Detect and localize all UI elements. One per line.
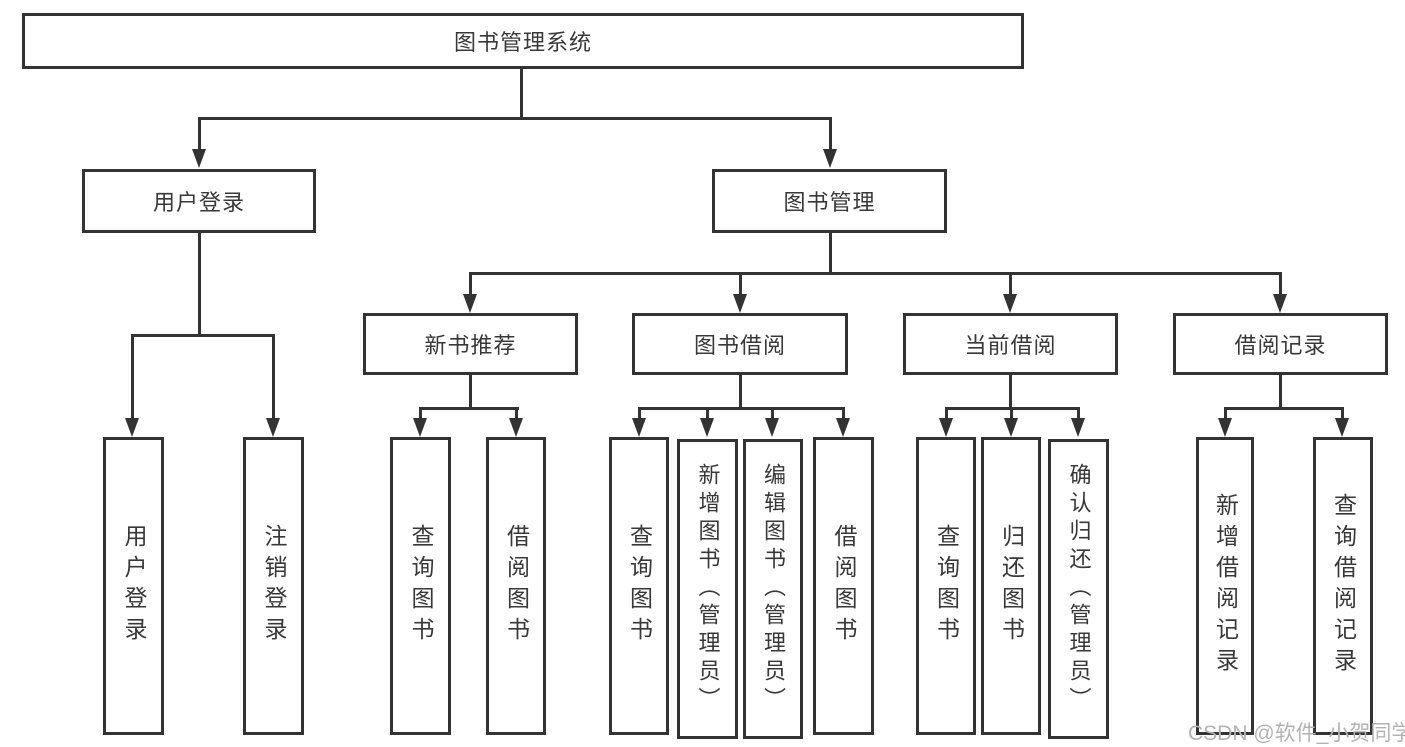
arrowhead-icon (1335, 418, 1349, 437)
arrowhead-icon (632, 418, 646, 437)
node-book-borrow-label: 图书借阅 (693, 333, 786, 358)
leaf-bb-edit-books-admin-label: 编辑图书（管理员） (761, 463, 786, 715)
arrowhead-icon (266, 418, 280, 437)
arrowhead-icon (1004, 418, 1018, 437)
node-new-book-recommend-label: 新书推荐 (424, 333, 517, 358)
arrowhead-icon (463, 294, 477, 313)
leaf-bb-add-books-admin: 新增图书（管理员） (677, 439, 738, 739)
connector-line (515, 407, 518, 420)
connector-line (1341, 407, 1344, 420)
connector-line (1279, 272, 1282, 296)
csdn-watermark: CSDN @软件_小贺同学 (1188, 722, 1405, 745)
arrowhead-icon (413, 418, 427, 437)
connector-line (520, 69, 523, 120)
connector-line (829, 117, 832, 151)
connector-line (638, 407, 845, 410)
connector-line (945, 407, 948, 420)
arrowhead-icon (765, 418, 779, 437)
connector-line (1077, 407, 1080, 420)
connector-line (198, 233, 201, 337)
leaf-br-add-record-label: 新增借阅记录 (1212, 493, 1239, 679)
connector-line (771, 407, 774, 420)
arrowhead-icon (836, 418, 850, 437)
arrowhead-icon (1071, 418, 1085, 437)
leaf-cb-query-books: 查询图书 (916, 437, 976, 735)
leaf-bb-add-books-admin-label: 新增图书（管理员） (695, 463, 721, 715)
connector-line (131, 334, 275, 337)
node-book-management-label: 图书管理 (783, 190, 876, 215)
connector-line (842, 407, 845, 420)
connector-line (419, 407, 519, 410)
node-root-label: 图书管理系统 (453, 30, 592, 55)
leaf-cb-return-books-label: 归还图书 (998, 524, 1025, 648)
leaf-br-query-record-label: 查询借阅记录 (1330, 493, 1357, 679)
arrowhead-icon (1218, 418, 1232, 437)
node-new-book-recommend: 新书推荐 (363, 313, 578, 375)
leaf-cb-confirm-return-admin-label: 确认归还（管理员） (1066, 463, 1092, 715)
connector-line (469, 375, 472, 410)
leaf-logout: 注销登录 (243, 437, 304, 735)
connector-line (829, 233, 832, 275)
leaf-nb-query-books: 查询图书 (390, 437, 451, 735)
connector-line (1009, 375, 1012, 410)
leaf-cb-return-books: 归还图书 (981, 437, 1041, 735)
connector-line (1279, 375, 1282, 410)
leaf-nb-query-books-label: 查询图书 (408, 524, 434, 648)
arrowhead-icon (192, 149, 206, 168)
leaf-bb-edit-books-admin: 编辑图书（管理员） (743, 439, 803, 739)
node-user-login-label: 用户登录 (152, 190, 245, 215)
connector-line (1224, 407, 1227, 420)
leaf-bb-query-books: 查询图书 (609, 437, 669, 735)
leaf-cb-query-books-label: 查询图书 (933, 524, 960, 648)
node-current-borrow-label: 当前借阅 (964, 333, 1057, 358)
leaf-logout-label: 注销登录 (261, 524, 287, 648)
leaf-cb-confirm-return-admin: 确认归还（管理员） (1048, 439, 1109, 739)
connector-line (272, 334, 275, 420)
arrowhead-icon (823, 149, 837, 168)
leaf-bb-query-books-label: 查询图书 (626, 524, 653, 648)
arrowhead-icon (733, 294, 747, 313)
connector-line (1010, 407, 1013, 420)
connector-line (739, 272, 742, 296)
connector-line (638, 407, 641, 420)
connector-line (739, 375, 742, 410)
connector-line (706, 407, 709, 420)
leaf-br-query-record: 查询借阅记录 (1313, 437, 1373, 735)
connector-line (469, 272, 1282, 275)
leaf-nb-borrow-books: 借阅图书 (486, 437, 546, 735)
node-user-login: 用户登录 (82, 169, 316, 233)
node-current-borrow: 当前借阅 (903, 313, 1118, 375)
leaf-user-login-label: 用户登录 (121, 524, 147, 648)
connector-line (1224, 407, 1344, 410)
connector-line (469, 272, 472, 296)
node-borrow-records: 借阅记录 (1173, 313, 1388, 375)
leaf-nb-borrow-books-label: 借阅图书 (503, 524, 530, 648)
connector-line (198, 117, 832, 120)
leaf-bb-borrow-books: 借阅图书 (813, 437, 874, 735)
arrowhead-icon (509, 418, 523, 437)
leaf-user-login: 用户登录 (103, 437, 164, 735)
connector-line (1009, 272, 1012, 296)
leaf-bb-borrow-books-label: 借阅图书 (831, 524, 857, 648)
connector-line (419, 407, 422, 420)
arrowhead-icon (1003, 294, 1017, 313)
arrowhead-icon (700, 418, 714, 437)
arrowhead-icon (939, 418, 953, 437)
node-root: 图书管理系统 (22, 13, 1024, 69)
connector-line (198, 117, 201, 151)
arrowhead-icon (1273, 294, 1287, 313)
connector-line (131, 334, 134, 420)
leaf-br-add-record: 新增借阅记录 (1196, 437, 1254, 735)
arrowhead-icon (125, 418, 139, 437)
node-borrow-records-label: 借阅记录 (1234, 333, 1327, 358)
node-book-borrow: 图书借阅 (632, 313, 848, 375)
node-book-management: 图书管理 (712, 169, 947, 233)
